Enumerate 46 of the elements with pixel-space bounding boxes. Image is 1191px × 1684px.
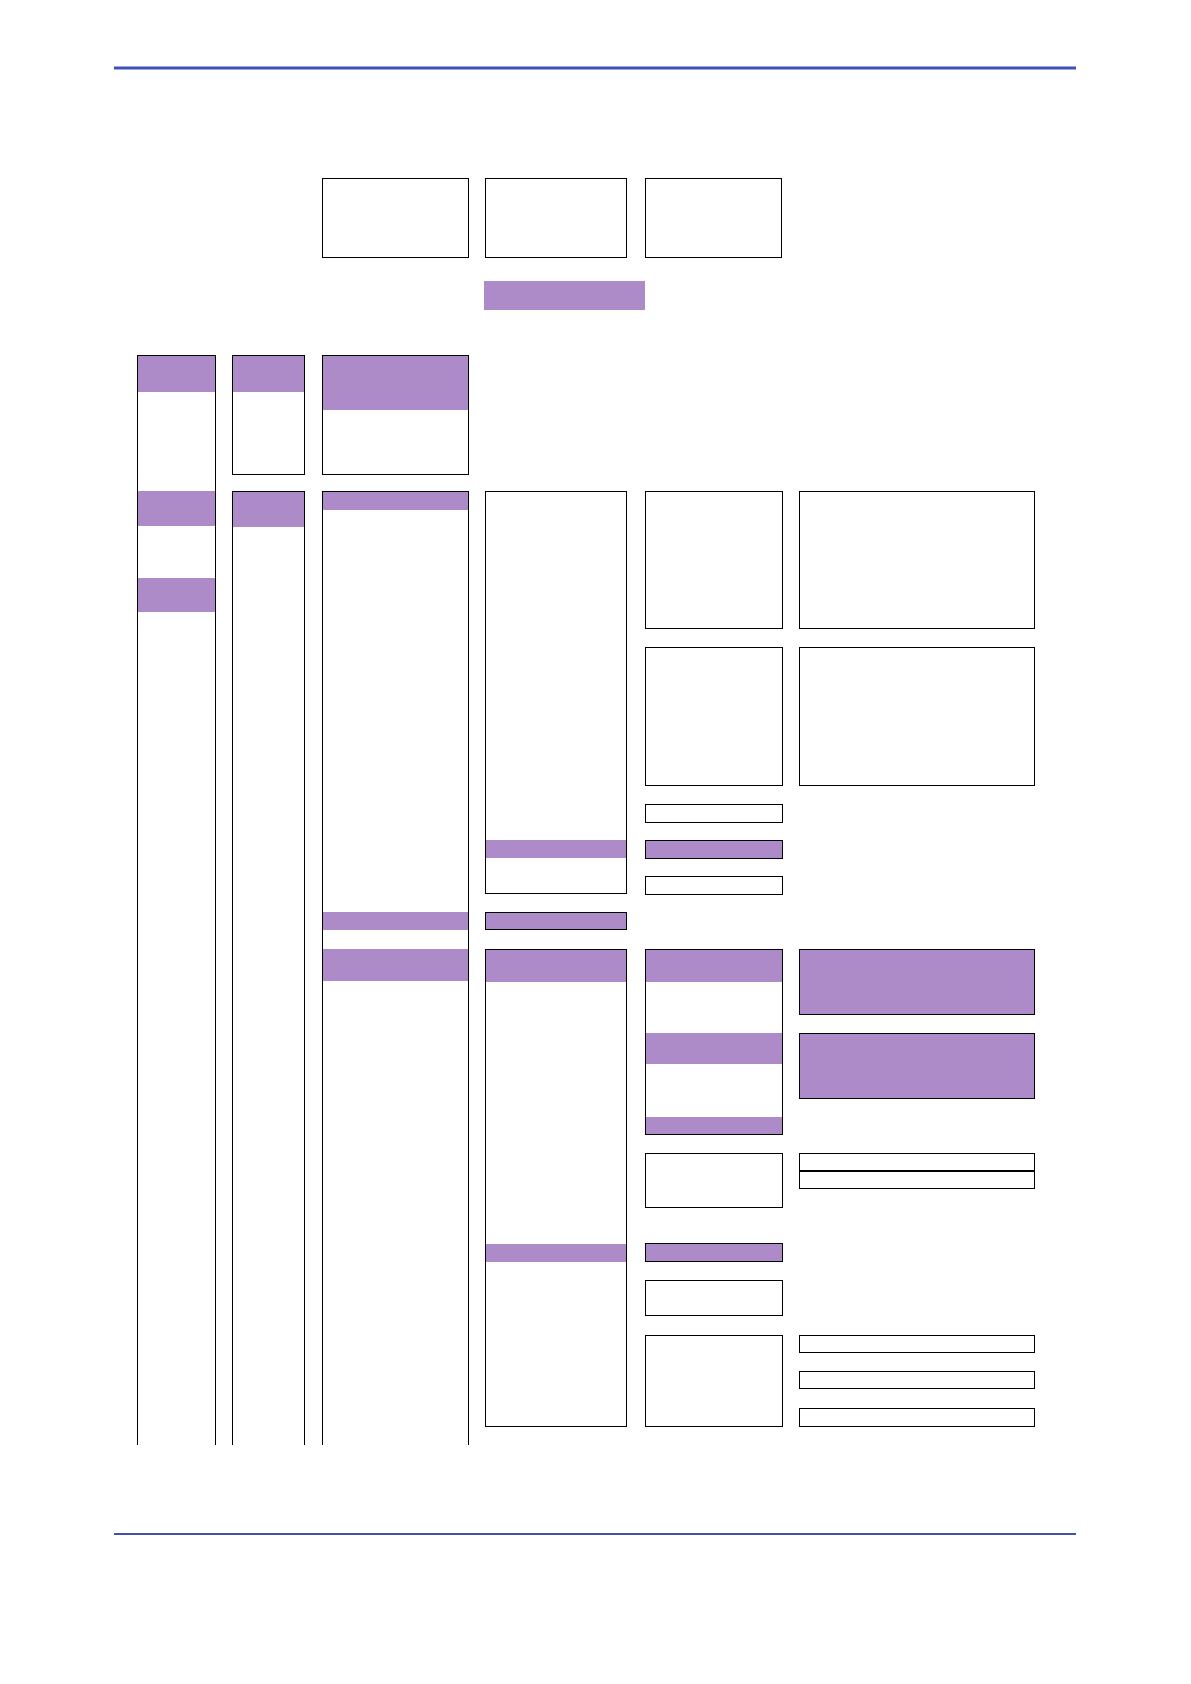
filled-box [799,1033,1035,1099]
highlight-band [138,577,215,612]
highlight-band [233,492,304,527]
empty-box [322,355,469,475]
highlight-band [323,356,468,410]
empty-box [322,178,469,258]
empty-box [645,949,783,1135]
highlight-band [484,281,645,310]
empty-box [799,1153,1035,1171]
column-panel [322,491,469,1445]
column-panel [232,491,305,1445]
empty-box [799,491,1035,629]
empty-box [799,1408,1035,1427]
filled-box [799,949,1035,1015]
highlight-band [486,1243,626,1262]
highlight-band [138,356,215,392]
highlight-band [323,492,468,510]
empty-box [485,491,627,894]
empty-box [645,804,783,823]
empty-box [485,949,627,1427]
filled-box [485,912,627,930]
highlight-band [486,839,626,858]
highlight-band [323,948,468,981]
empty-box [645,1153,783,1208]
highlight-band [486,950,626,982]
highlight-band [138,490,215,526]
empty-box [799,1171,1035,1189]
filled-box [645,840,783,859]
filled-box [645,1243,783,1262]
highlight-band [323,911,468,930]
empty-box [232,355,305,475]
empty-box [799,1371,1035,1389]
column-panel [137,355,216,1445]
empty-box [645,491,783,629]
empty-box [645,178,782,258]
empty-box [645,647,783,786]
empty-box [485,178,627,258]
empty-box [645,876,783,895]
empty-box [645,1280,783,1316]
empty-box [799,1335,1035,1353]
empty-box [645,1335,783,1427]
empty-box [799,647,1035,786]
highlight-band [646,1032,782,1064]
highlight-band [646,1116,782,1134]
highlight-band [233,356,304,392]
highlight-band [646,950,782,982]
